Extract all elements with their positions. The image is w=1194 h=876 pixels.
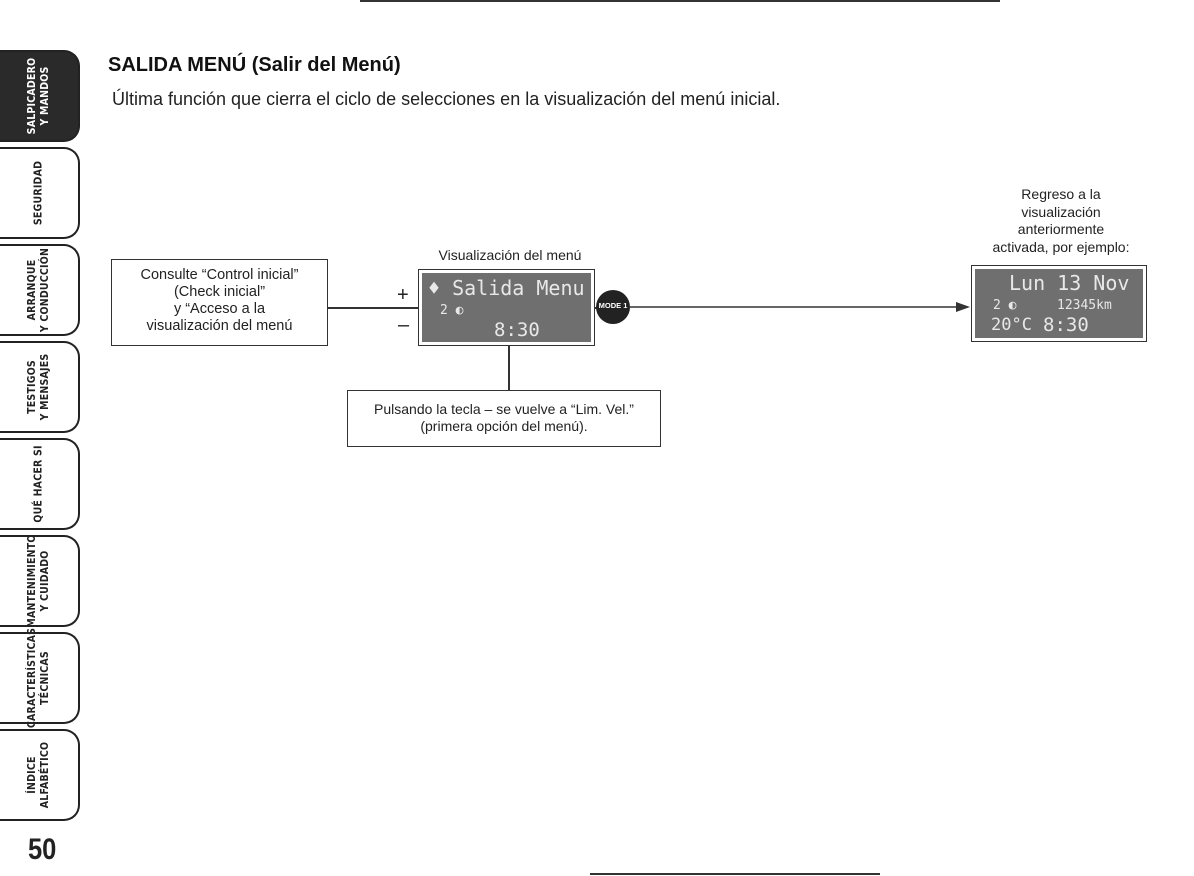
info-box: Pulsando la tecla – se vuelve a “Lim. Ve… [347,390,661,447]
connector-line [328,307,418,309]
bottom-rule [590,873,880,875]
info-line: Pulsando la tecla – se vuelve a “Lim. Ve… [374,401,634,417]
tab-que-hacer-si[interactable]: QUÉ HACER SI [0,438,80,530]
lcd-screen: Lun 13 Nov 2 ◐ 12345km 20°C 8:30 [975,269,1143,338]
arrow-right-icon [630,302,970,312]
tab-seguridad[interactable]: SEGURIDAD [0,147,80,239]
info-line: (primera opción del menú). [420,418,588,434]
tab-label: QUÉ HACER SI [32,445,45,523]
reference-line: (Check inicial” [173,284,266,300]
reference-line: Consulte “Control inicial” [140,267,299,283]
lcd-screen: ♦ Salida Menu 2 ◐ 8:30 [422,273,591,342]
top-rule [360,0,1000,2]
lcd-line-1: Lun 13 Nov [1009,271,1130,295]
page-subtitle: Última función que cierra el ciclo de se… [112,89,781,109]
mode-button[interactable]: MODE 1 [596,290,630,324]
reference-line: visualización del menú [146,318,293,334]
plus-key: + [397,284,409,306]
page-title: SALIDA MENÚ (Salir del Menú) [108,54,401,76]
lcd-line-3-right: 8:30 [1043,314,1089,336]
menu-display-caption: Visualización del menú [438,247,582,263]
page-number: 50 [28,833,57,866]
lcd-line-2-right: 12345km [1057,298,1112,313]
mode-button-label: MODE 1 [598,301,628,310]
tab-label: SEGURIDAD [32,160,45,226]
connector-line [508,346,510,390]
lcd-line-2: 2 ◐ [440,303,464,318]
lcd-line-1: ♦ Salida Menu [428,276,585,300]
caption-line: visualización [1021,203,1101,220]
reference-line: y “Acceso a la [173,301,266,317]
lcd-line-3: 8:30 [494,319,540,341]
minus-key: – [398,314,410,336]
caption-line: activada, por ejemplo: [992,238,1130,255]
lcd-line-3-left: 20°C [991,315,1032,335]
return-display: Lun 13 Nov 2 ◐ 12345km 20°C 8:30 [971,265,1147,342]
reference-box: Consulte “Control inicial” (Check inicia… [111,259,328,346]
return-caption: Regreso a la visualización anteriormente… [966,186,1156,256]
caption-line: Regreso a la [1021,186,1101,202]
caption-line: anteriormente [1017,221,1105,237]
menu-display: ♦ Salida Menu 2 ◐ 8:30 [418,269,595,346]
lcd-line-2-left: 2 ◐ [993,298,1017,313]
